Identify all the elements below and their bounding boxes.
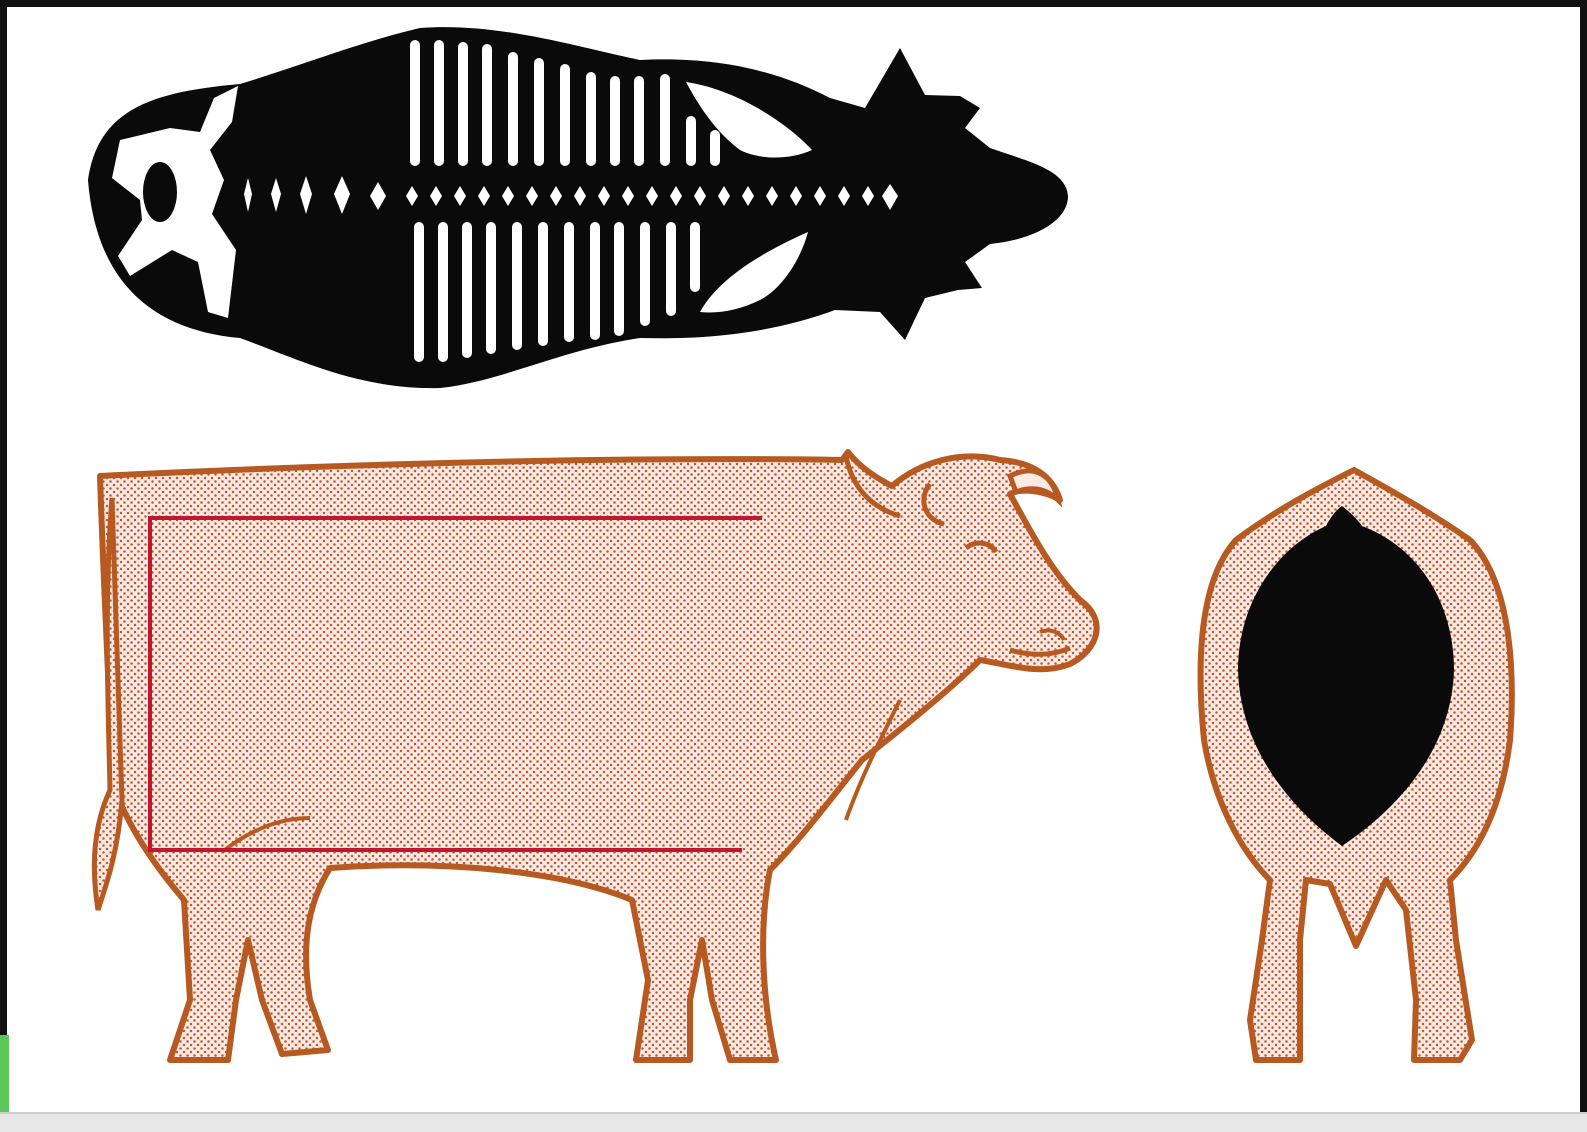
side-view-body xyxy=(100,452,1097,1060)
cow-skeleton-top-view-icon xyxy=(88,27,1068,388)
cow-horn-right xyxy=(1010,471,1058,500)
cow-rear-view-icon xyxy=(1201,470,1512,1060)
cow-side-view-icon xyxy=(94,452,1096,1060)
pelvis-socket xyxy=(143,162,177,222)
top-view-body-silhouette xyxy=(88,27,1068,388)
